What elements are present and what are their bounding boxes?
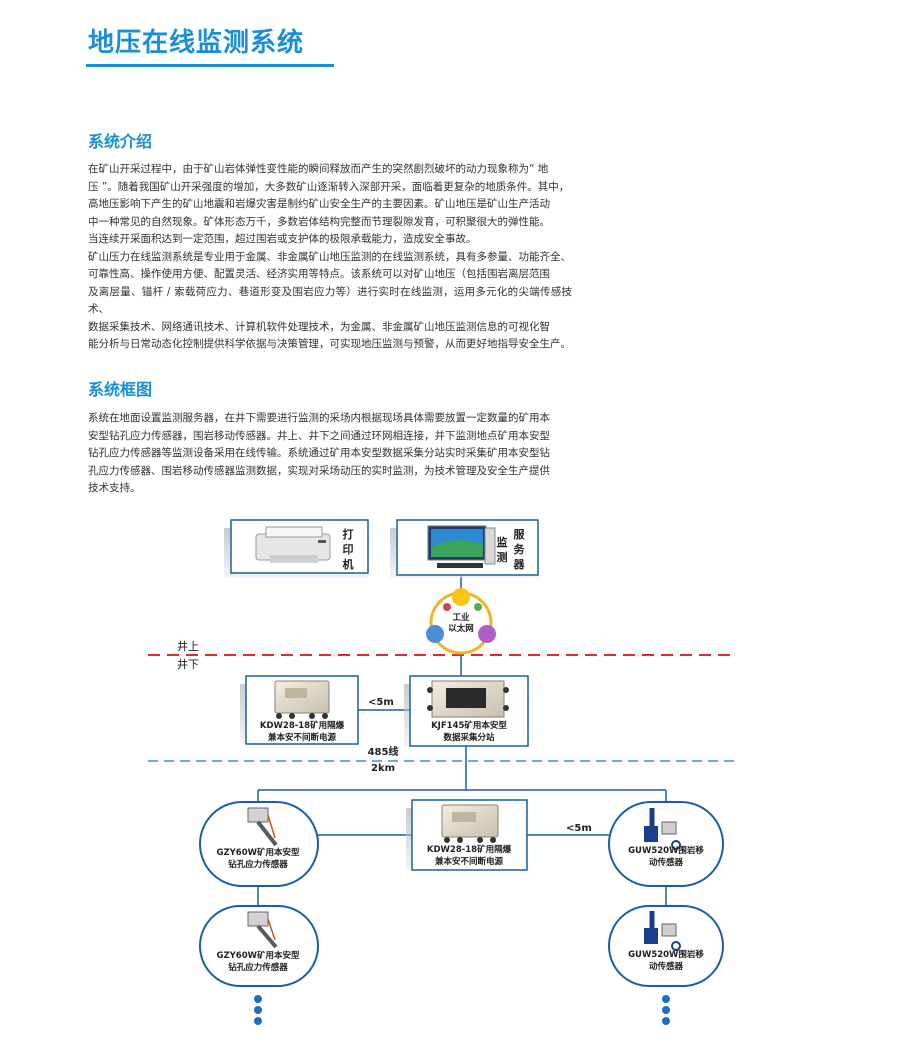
server-label-right-3: 器	[513, 558, 526, 571]
station-label-1: KJF145矿用本安型	[431, 720, 507, 731]
displacement-sensor-2-label-1: GUW520W围岩移	[628, 949, 704, 960]
data-station-node: KJF145矿用本安型 数据采集分站	[404, 675, 529, 747]
continuation-dots-right	[662, 995, 670, 1025]
text-line: 高地压影响下产生的矿山地震和岩爆灾害是制约矿山安全生产的主要因素。矿山地压是矿山…	[88, 198, 550, 210]
text-line: 及离层量、锚杆 / 索载荷应力、巷道形变及围岩应力等）进行实时在线监测，运用多元…	[88, 285, 572, 316]
intro-paragraph-1: 在矿山开采过程中，由于矿山岩体弹性变性能的瞬间释放而产生的突然剧烈破坏的动力现象…	[88, 161, 572, 354]
server-label-left-1: 监	[497, 535, 508, 549]
printer-icon	[255, 526, 331, 563]
title-underline	[86, 64, 334, 67]
text-line: 可靠性高、操作使用方便、配置灵活、经济实用等特点。该系统可以对矿山地压（包括围岩…	[88, 268, 550, 280]
ethernet-ring-node: 工业 以太网	[426, 588, 496, 655]
distance-mid-label: <5m	[566, 823, 592, 834]
intro-heading: 系统介绍	[88, 132, 153, 151]
text-line: 数据采集技术、网络通讯技术、计算机软件处理技术，为金属、非金属矿山地压监测信息的…	[88, 320, 550, 333]
printer-label-3: 机	[343, 557, 354, 571]
text-line: 矿山压力在线监测系统是专业用于金属、非金属矿山地压监测的在线监测系统，具有多参量…	[88, 250, 571, 263]
power-top-label-1: KDW28-18矿用隔爆	[260, 720, 345, 731]
cable-type-label: 485线	[368, 745, 399, 758]
text-line: 在矿山开采过程中，由于矿山岩体弹性变性能的瞬间释放而产生的突然剧烈破坏的动力现象…	[88, 163, 549, 175]
displacement-sensor-icon	[644, 808, 681, 850]
station-box-icon	[427, 680, 509, 718]
text-line: 技术支持。	[88, 482, 141, 494]
server-label-left-2: 测	[497, 550, 508, 564]
power-mid-label-1: KDW28-18矿用隔爆	[427, 844, 512, 855]
ethernet-label-2: 以太网	[448, 623, 474, 634]
server-node: 监 测 服 务 器	[390, 519, 539, 578]
displacement-sensor-1-label-1: GUW520W围岩移	[628, 845, 704, 856]
stress-sensor-1-label-2: 钻孔应力传感器	[228, 859, 288, 870]
printer-label-1: 打	[343, 527, 354, 541]
text-line: 能分析与日常动态化控制提供科学依据与决策管理，可实现地压监测与预警，从而更好地指…	[88, 338, 571, 350]
ethernet-label-1: 工业	[452, 612, 470, 623]
power-supply-top-node: KDW28-18矿用隔爆 兼本安不间断电源	[240, 675, 359, 745]
page-title: 地压在线监测系统	[88, 28, 305, 58]
explosion-proof-box-icon	[274, 680, 330, 719]
text-line: 中一种常见的自然现象。矿体形态万千，多数岩体结构完整而节理裂隙发育，可积聚很大的…	[88, 215, 550, 228]
text-line: 安型钻孔应力传感器，围岩移动传感器。井上、井下之间通过环网相连接，并下监测地点矿…	[88, 429, 550, 442]
displacement-sensor-1-node: GUW520W围岩移 动传感器	[608, 801, 724, 887]
framework-heading: 系统框图	[88, 380, 153, 399]
server-label-right-1: 服	[514, 528, 526, 541]
text-line: 孔应力传感器、围岩移动传感器监测数据，实现对采场动压的实时监测，为技术管理及安全…	[88, 464, 550, 477]
printer-node: 打 印 机	[224, 519, 369, 578]
framework-paragraph: 系统在地面设置监测服务器，在井下需要进行监测的采场内根据现场具体需要放置一定数量…	[88, 410, 572, 498]
power-top-label-2: 兼本安不间断电源	[267, 732, 337, 743]
above-ground-label: 井上	[177, 639, 199, 653]
power-mid-label-2: 兼本安不间断电源	[434, 856, 504, 867]
below-ground-label: 井下	[177, 657, 199, 671]
stress-sensor-2-label-2: 钻孔应力传感器	[228, 962, 288, 973]
distance-top-label: <5m	[368, 697, 394, 708]
text-line: 钻孔应力传感器等监测设备采用在线传输。系统通过矿用本安型数据采集分站实时采集矿用…	[88, 447, 550, 459]
displacement-sensor-1-label-2: 动传感器	[649, 857, 684, 868]
continuation-dots-left	[254, 995, 262, 1025]
stress-sensor-1-node: GZY60W矿用本安型 钻孔应力传感器	[199, 801, 319, 887]
power-supply-mid-node: KDW28-18矿用隔爆 兼本安不间断电源	[406, 799, 528, 871]
stress-sensor-icon	[247, 911, 278, 949]
stress-sensor-1-label-1: GZY60W矿用本安型	[216, 847, 299, 858]
explosion-proof-box-icon	[441, 804, 499, 843]
text-line: 系统在地面设置监测服务器，在井下需要进行监测的采场内根据现场具体需要放置一定数量…	[88, 412, 550, 424]
stress-sensor-2-label-1: GZY60W矿用本安型	[216, 950, 299, 961]
displacement-sensor-icon	[644, 911, 681, 951]
text-line: 当连续开采面积达到一定范围，超过围岩或支护体的极限承载能力，造成安全事故。	[88, 233, 477, 245]
cable-length-label: 2km	[371, 763, 395, 774]
printer-label-2: 印	[343, 543, 354, 556]
stress-sensor-2-node: GZY60W矿用本安型 钻孔应力传感器	[199, 905, 319, 987]
computer-icon	[427, 525, 496, 568]
displacement-sensor-2-node: GUW520W围岩移 动传感器	[608, 905, 724, 987]
text-line: 压 ”。随着我国矿山开采强度的增加，大多数矿山逐渐转入深部开采，面临着更复杂的地…	[88, 180, 570, 193]
stress-sensor-icon	[247, 807, 278, 847]
station-label-2: 数据采集分站	[443, 732, 495, 743]
displacement-sensor-2-label-2: 动传感器	[649, 961, 684, 972]
server-label-right-2: 务	[514, 542, 526, 556]
connection-lines	[257, 575, 667, 906]
